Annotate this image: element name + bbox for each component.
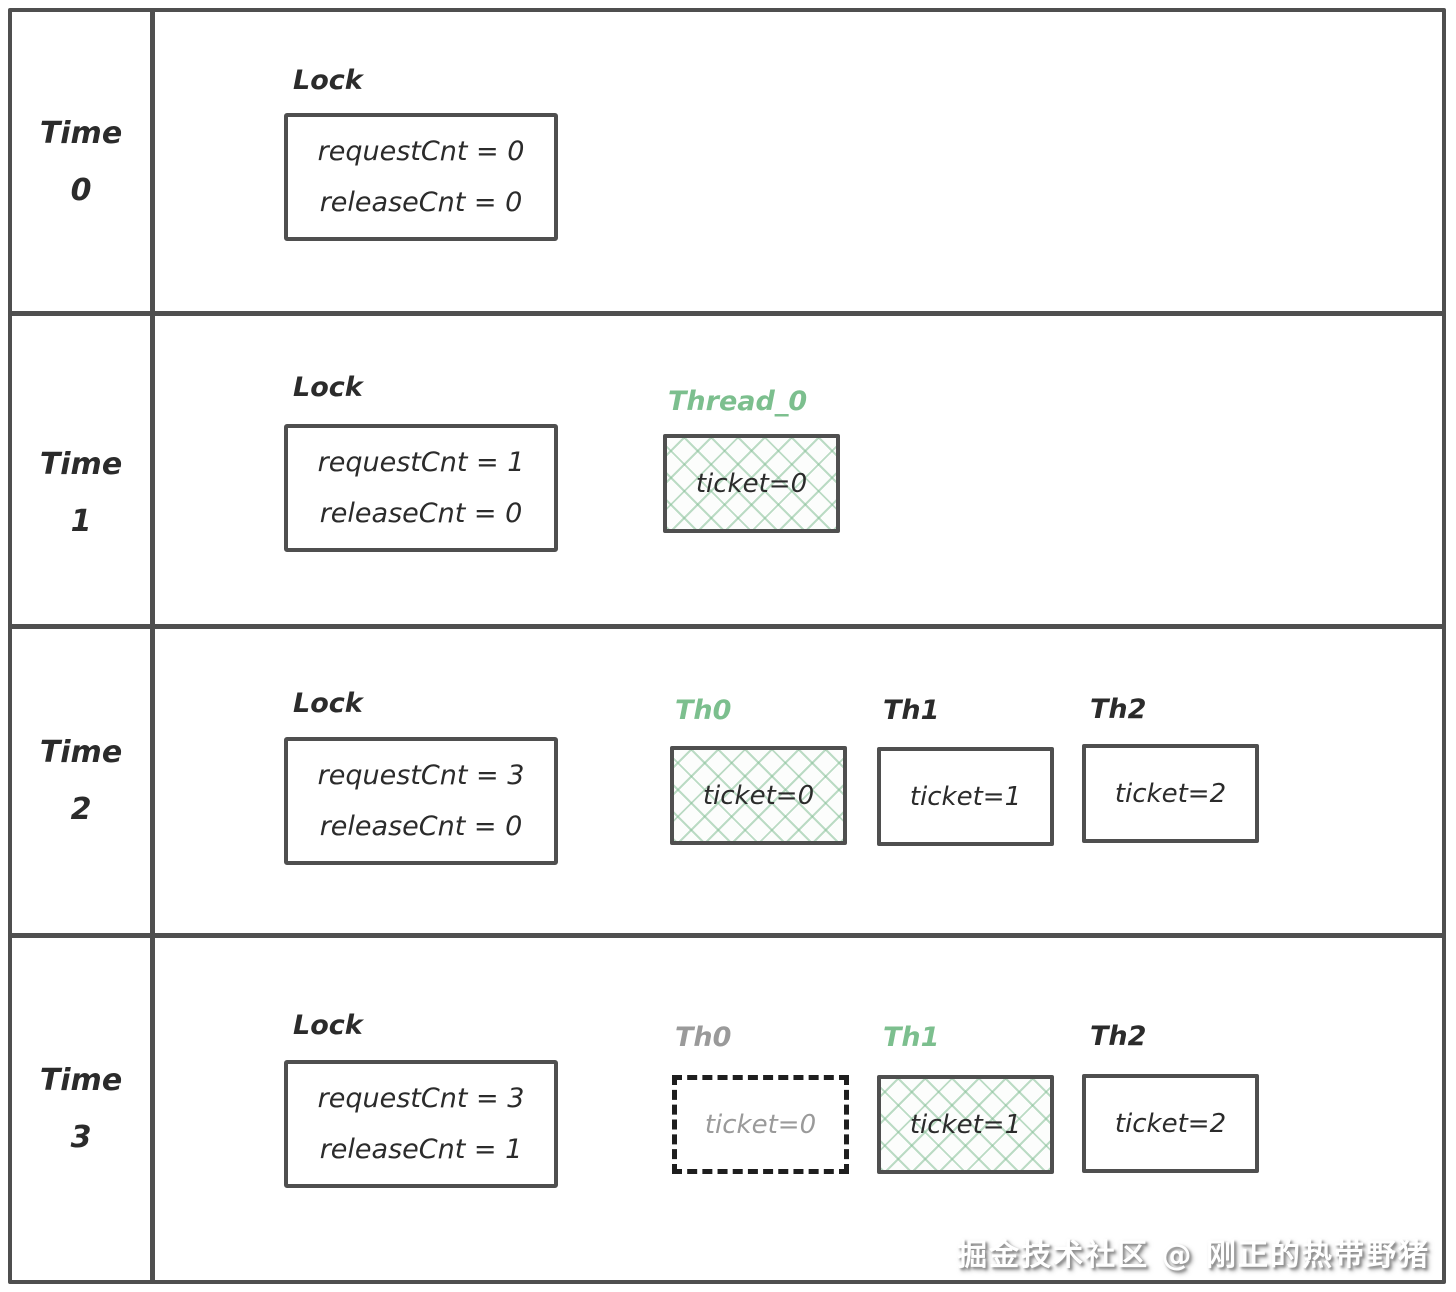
thread-label-th1: Th1 [883,1022,940,1053]
thread-label-th1: Th1 [883,695,940,726]
thread-label-th2: Th2 [1090,694,1147,725]
ticket-value: ticket=1 [909,1109,1022,1140]
ticket-box-th1: ticket=1 [877,747,1054,846]
lock-box: requestCnt = 3 releaseCnt = 0 [284,737,558,865]
lock-box: requestCnt = 1 releaseCnt = 0 [284,424,558,552]
ticket-box-th0-released: ticket=0 [672,1075,849,1174]
lock-title: Lock [293,1010,363,1041]
lock-release-count: releaseCnt = 0 [319,498,523,529]
lock-title: Lock [293,65,363,96]
time-word: Time [39,735,123,770]
lock-release-count: releaseCnt = 0 [319,811,523,842]
ticket-box-thread0: ticket=0 [663,434,840,533]
lock-box: requestCnt = 0 releaseCnt = 0 [284,113,558,241]
row-divider-1 [12,311,1442,316]
time-cell-0: Time 0 [12,12,150,311]
ticket-box-th0: ticket=0 [670,746,847,845]
ticket-box-th2: ticket=2 [1082,744,1259,843]
thread-label-th0: Th0 [675,695,732,726]
ticket-value: ticket=2 [1114,1108,1227,1139]
time-value: 2 [70,792,92,827]
time-word: Time [39,447,123,482]
time-value: 3 [70,1120,92,1155]
ticket-box-th1: ticket=1 [877,1075,1054,1174]
ticket-value: ticket=1 [909,781,1022,812]
lock-request-count: requestCnt = 3 [317,760,525,791]
ticket-value: ticket=0 [702,780,815,811]
time-cell-3: Time 3 [12,938,150,1280]
row-divider-3 [12,933,1442,938]
lock-request-count: requestCnt = 0 [317,136,525,167]
lock-box: requestCnt = 3 releaseCnt = 1 [284,1060,558,1188]
thread-label-th2: Th2 [1090,1021,1147,1052]
column-divider [150,12,155,1280]
thread-label-thread0: Thread_0 [668,386,808,417]
lock-title: Lock [293,372,363,403]
lock-request-count: requestCnt = 3 [317,1083,525,1114]
ticket-value: ticket=2 [1114,778,1227,809]
lock-request-count: requestCnt = 1 [317,447,525,478]
ticket-box-th2: ticket=2 [1082,1074,1259,1173]
lock-release-count: releaseCnt = 1 [319,1134,523,1165]
watermark-text: 掘金技术社区 @ 刚正的热带野猪 [957,1238,1430,1273]
time-cell-1: Time 1 [12,316,150,624]
time-cell-2: Time 2 [12,629,150,933]
time-value: 1 [70,504,92,539]
time-word: Time [39,1063,123,1098]
time-value: 0 [70,172,92,208]
ticket-value: ticket=0 [695,468,808,499]
lock-title: Lock [293,688,363,719]
thread-label-th0: Th0 [675,1022,732,1053]
row-divider-2 [12,624,1442,629]
time-word: Time [39,115,123,151]
ticket-value: ticket=0 [704,1109,817,1140]
timeline-table: Time 0 Lock requestCnt = 0 releaseCnt = … [8,8,1446,1284]
lock-release-count: releaseCnt = 0 [319,187,523,218]
